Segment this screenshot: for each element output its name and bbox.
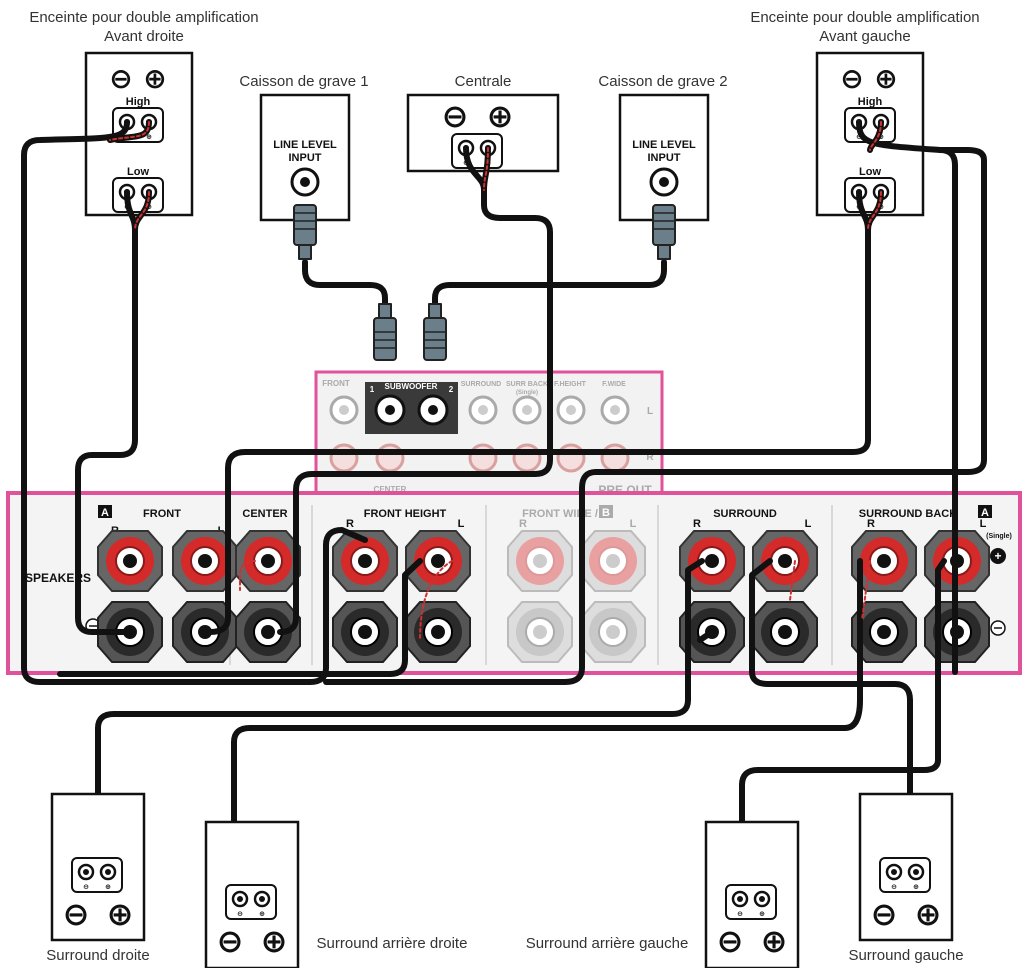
front-right-label-2: Avant droite [104,28,184,45]
line-level-label: LINE LEVEL [632,139,696,151]
preout-r-label: R [646,452,654,463]
preout-sub-2: 2 [449,385,454,394]
surround-panel-label: SURROUND [713,508,777,520]
preout-center-label: CENTER [374,485,407,494]
badge-b-label: B [602,507,610,519]
subwoofer-1: LINE LEVEL INPUT [259,93,351,222]
surround-back-right-speaker: ⊖ ⊕ [204,820,300,968]
front-right-label-1: Enceinte pour double amplification [29,9,258,26]
low-label: Low [127,166,149,178]
badge-a [98,505,112,518]
front-left-label-1: Enceinte pour double amplification [750,9,979,26]
cables [21,119,987,853]
preout-l-label: L [647,406,653,417]
sb-single-label: (Single) [986,533,1012,540]
fw-r-label: R [519,518,527,530]
center-panel-label: CENTER [242,508,287,520]
svg-text:⊖: ⊖ [871,896,898,932]
surround-back-left-label: Surround arrière gauche [526,935,689,952]
surround-left-label: Surround gauche [848,947,963,964]
svg-text:⊖: ⊖ [109,63,132,94]
front-right-speaker: ⊖ ⊕ High Low [84,51,194,217]
input-label: INPUT [289,152,322,164]
preout-front-label: FRONT [322,379,350,388]
surround-right-speaker: ⊖ ⊕ [50,792,146,942]
pre-out-panel: FRONT SUBWOOFER 1 2 SURROUND SURR BACK (… [314,370,664,500]
badge-a-label: A [101,507,109,519]
front-left-speaker: ⊖ ⊕ High Low [815,51,925,217]
preout-single-label: (Single) [516,390,538,396]
preout-sub-1: 1 [370,385,375,394]
badge-b [599,505,613,518]
front-height-label: FRONT HEIGHT [364,508,447,520]
svg-text:⊕: ⊕ [487,98,514,134]
svg-text:⊖: ⊖ [217,923,244,959]
preout-fheight-label: F.HEIGHT [554,381,587,388]
center-label: Centrale [455,73,512,90]
center-speaker: ⊖ ⊕ [406,93,560,173]
svg-text:⊖: ⊖ [442,98,469,134]
svg-text:⊕: ⊕ [261,923,288,959]
sb-l-label: L [980,518,987,530]
surround-back-label: SURROUND BACK [859,508,957,520]
speakers-label: SPEAKERS [25,571,91,585]
sb-r-label: R [867,518,875,530]
svg-text:+: + [994,549,1001,563]
badge-a-2-label: A [981,507,989,519]
preout-surrback-label: SURR BACK [506,381,548,388]
surround-back-left-speaker: ⊖ ⊕ [704,820,800,968]
plus-icon [990,548,1006,564]
svg-text:⊕: ⊕ [107,896,134,932]
svg-text:⊖: ⊖ [840,63,863,94]
fh-r-label: R [346,518,354,530]
svg-text:⊕: ⊕ [874,63,897,94]
line-level-label: LINE LEVEL [273,139,337,151]
high-label: High [858,96,883,108]
preout-surround-label: SURROUND [461,381,501,388]
front-label: FRONT [143,508,181,520]
low-label: Low [859,166,881,178]
surround-back-right-label: Surround arrière droite [317,935,468,952]
preout-fwide-label: F.WIDE [602,381,626,388]
svg-text:⊕: ⊕ [761,923,788,959]
fh-l-label: L [458,518,465,530]
subwoofer-2: LINE LEVEL INPUT [618,93,710,222]
badge-a-2 [978,505,992,518]
svg-text:⊖: ⊖ [63,896,90,932]
svg-text:⊕: ⊕ [915,896,942,932]
front-left-label-2: Avant gauche [819,28,910,45]
preout-subwoofer-label: SUBWOOFER [385,382,438,391]
surround-left-speaker: ⊖ ⊕ [858,792,954,942]
fw-l-label: L [630,518,637,530]
high-label: High [126,96,151,108]
input-label: INPUT [648,152,681,164]
speakers-panel: A FRONT R L CENTER FRONT HEIGHT R L FRON… [6,491,1022,675]
svg-text:⊖: ⊖ [717,923,744,959]
subwoofer-2-label: Caisson de grave 2 [598,73,727,90]
subwoofer-1-label: Caisson de grave 1 [239,73,368,90]
svg-text:⊕: ⊕ [143,63,166,94]
surround-right-label: Surround droite [46,947,149,964]
front-wide-label: FRONT WIDE / [522,508,598,520]
sr-l-label: L [805,518,812,530]
sr-r-label: R [693,518,701,530]
